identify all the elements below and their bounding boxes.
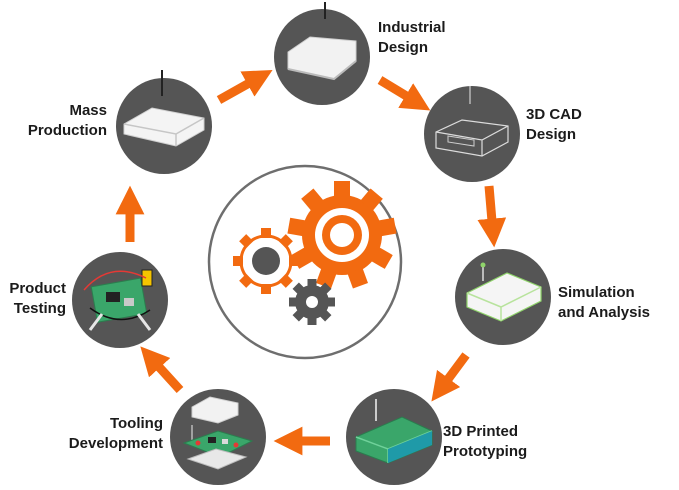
3d-printed-prototyping-node (346, 389, 442, 485)
label-line: 3D CAD (526, 106, 582, 123)
simulation-analysis-node (455, 249, 551, 345)
gears-icon (207, 164, 403, 360)
label-line: Industrial (378, 19, 446, 36)
arrow-mass-to-industrial (216, 69, 273, 104)
label-line: Product (9, 280, 66, 297)
product-testing-node (72, 252, 168, 348)
label-line: Mass (69, 102, 107, 119)
mass-production-node (116, 70, 212, 174)
label-line: Development (68, 435, 163, 452)
small-outline-gear-icon (233, 228, 299, 294)
arrow-industrial-to-cad (377, 76, 431, 111)
label-line: Simulation (558, 284, 635, 301)
stage-circles (72, 2, 551, 485)
label-line: Design (378, 39, 429, 56)
label-line: Testing (13, 300, 66, 317)
3d-cad-design-node (424, 86, 520, 182)
arrow-simulation-to-printed (431, 352, 470, 402)
label-line: and Analysis (558, 304, 650, 321)
large-gear-icon (287, 181, 397, 289)
stage-label-simulation-analysis: Simulation and Analysis (558, 283, 650, 323)
label-line: Prototyping (443, 443, 528, 460)
label-line: Design (526, 126, 577, 143)
stage-label-3d-cad-design: 3D CAD Design (526, 105, 582, 145)
tooling-development-node (170, 389, 266, 485)
arrow-tooling-to-testing (140, 346, 184, 394)
label-line: Tooling (109, 415, 163, 432)
label-line: 3D Printed (443, 423, 519, 440)
gray-gear-icon (289, 279, 335, 325)
arrow-cad-to-simulation (477, 185, 507, 248)
industrial-design-node (274, 2, 370, 105)
label-line: Production (27, 122, 107, 139)
flow-arrows (115, 69, 507, 456)
